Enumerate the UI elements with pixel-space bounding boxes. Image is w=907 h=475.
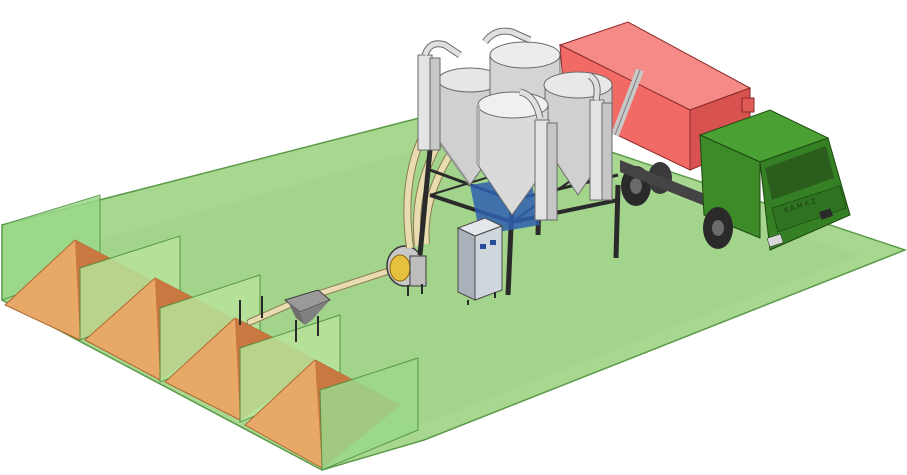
hopper-icon [283, 289, 331, 342]
cab-grille [771, 185, 847, 233]
silo-top-pipes [421, 27, 601, 119]
cabinet-icon [456, 217, 504, 305]
fan-icon [386, 245, 427, 296]
bay-4-front-wall [319, 357, 419, 471]
truck-icon: KAMAZ [558, 21, 851, 251]
cab-windshield [765, 146, 834, 200]
storage-bays [1, 194, 419, 471]
silo-group [417, 27, 613, 221]
